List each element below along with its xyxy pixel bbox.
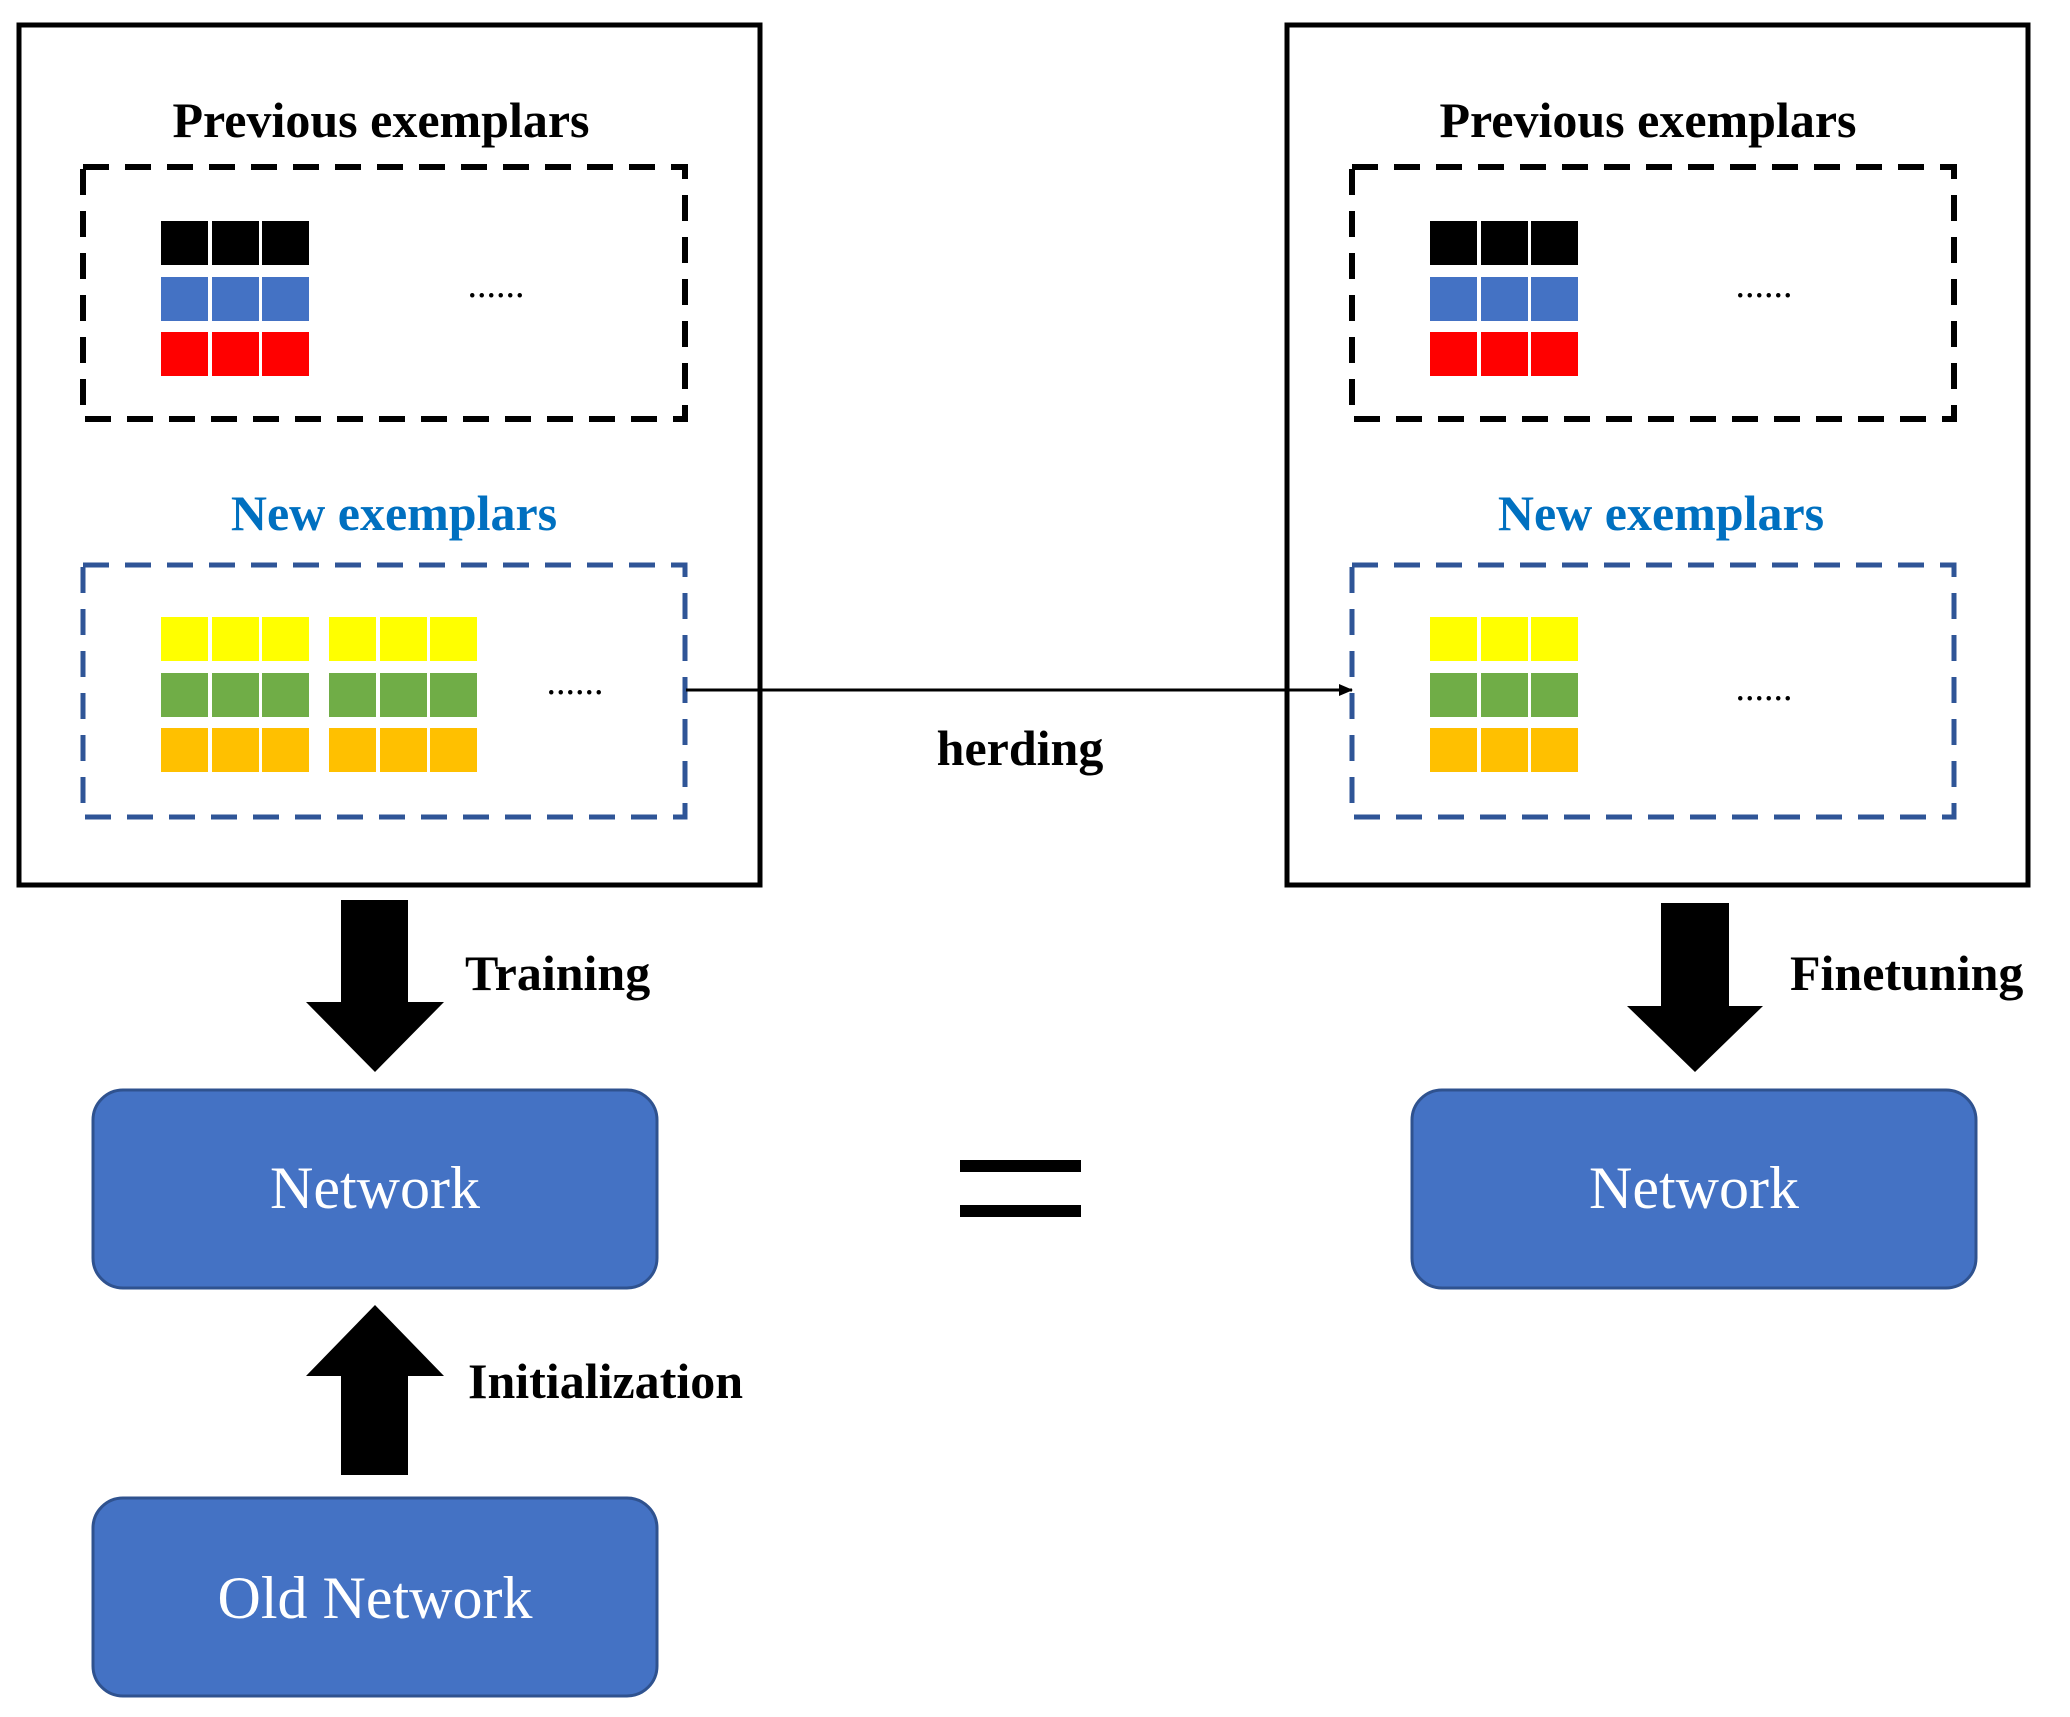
exemplar-cell-red	[161, 332, 208, 376]
finetuning-label: Finetuning	[1790, 945, 2023, 1001]
exemplar-cell-green	[329, 673, 376, 717]
equals-bar-top	[960, 1160, 1081, 1172]
exemplar-cell-blue	[1481, 277, 1528, 321]
exemplar-cell-blue	[1430, 277, 1477, 321]
exemplar-cell-orange	[430, 728, 477, 772]
exemplar-cell-blue	[161, 277, 208, 321]
exemplar-cell-black	[1481, 221, 1528, 265]
initialization-arrow	[306, 1305, 444, 1475]
left-new-exemplars-box	[80, 562, 688, 820]
exemplar-cell-black	[161, 221, 208, 265]
right-network-label: Network	[1589, 1155, 1799, 1221]
exemplar-cell-black	[1430, 221, 1477, 265]
finetuning-arrow	[1627, 903, 1763, 1072]
right-new-ellipsis: ......	[1736, 667, 1793, 709]
exemplar-cell-blue	[1531, 277, 1578, 321]
exemplar-cell-black	[262, 221, 309, 265]
right-previous-exemplars-box	[1349, 164, 1957, 422]
exemplar-cell-yellow	[1481, 617, 1528, 661]
old-network-label: Old Network	[218, 1565, 533, 1631]
exemplar-cell-orange	[1481, 728, 1528, 772]
training-arrow	[306, 900, 444, 1072]
exemplar-cell-yellow	[1430, 617, 1477, 661]
exemplar-cell-yellow	[1531, 617, 1578, 661]
exemplar-cell-red	[212, 332, 259, 376]
exemplar-cell-black	[212, 221, 259, 265]
exemplar-cell-green	[161, 673, 208, 717]
equals-bar-bottom	[960, 1205, 1081, 1217]
equals-sign	[960, 1160, 1081, 1217]
old-network-box	[91, 1496, 659, 1698]
left-panel-frame	[16, 22, 763, 888]
exemplar-cell-green	[430, 673, 477, 717]
exemplar-cell-orange	[262, 728, 309, 772]
herding-label: herding	[937, 720, 1104, 776]
exemplar-cell-red	[1430, 332, 1477, 376]
exemplar-cell-orange	[329, 728, 376, 772]
right-new-exemplars-title: New exemplars	[1498, 485, 1824, 541]
right-previous-ellipsis: ......	[1736, 264, 1793, 306]
exemplar-cell-orange	[161, 728, 208, 772]
exemplar-cell-green	[1481, 673, 1528, 717]
left-new-exemplar-grid	[161, 617, 477, 772]
right-network-box	[1410, 1088, 1978, 1290]
exemplar-cell-red	[262, 332, 309, 376]
exemplar-cell-blue	[262, 277, 309, 321]
exemplar-cell-red	[1531, 332, 1578, 376]
exemplar-cell-green	[212, 673, 259, 717]
left-previous-exemplars-box	[80, 164, 688, 422]
left-previous-exemplar-grid	[161, 221, 309, 376]
initialization-label: Initialization	[468, 1353, 743, 1409]
left-new-ellipsis: ......	[547, 661, 604, 703]
right-previous-exemplars-title: Previous exemplars	[1439, 92, 1856, 148]
exemplar-cell-yellow	[380, 617, 427, 661]
right-new-exemplar-grid	[1430, 617, 1578, 772]
exemplar-cell-yellow	[430, 617, 477, 661]
right-new-exemplars-box	[1349, 562, 1957, 820]
exemplar-cell-yellow	[161, 617, 208, 661]
exemplar-cell-yellow	[329, 617, 376, 661]
exemplar-cell-orange	[380, 728, 427, 772]
left-network-label: Network	[270, 1155, 480, 1221]
exemplar-cell-red	[1481, 332, 1528, 376]
training-label: Training	[465, 945, 650, 1001]
exemplar-cell-orange	[212, 728, 259, 772]
exemplar-cell-yellow	[262, 617, 309, 661]
exemplar-cell-green	[1430, 673, 1477, 717]
left-new-exemplars-title: New exemplars	[231, 485, 557, 541]
left-network-box	[91, 1088, 659, 1290]
exemplar-cell-green	[380, 673, 427, 717]
exemplar-cell-yellow	[212, 617, 259, 661]
left-network-node: Network	[91, 1088, 659, 1290]
right-panel-frame	[1284, 22, 2031, 888]
left-previous-ellipsis: ......	[468, 264, 525, 306]
right-previous-exemplar-grid	[1430, 221, 1578, 376]
right-network-node: Network	[1410, 1088, 1978, 1290]
exemplar-cell-green	[262, 673, 309, 717]
exemplar-cell-orange	[1430, 728, 1477, 772]
exemplar-cell-green	[1531, 673, 1578, 717]
left-previous-exemplars-title: Previous exemplars	[172, 92, 589, 148]
old-network-node: Old Network	[91, 1496, 659, 1698]
exemplar-cell-black	[1531, 221, 1578, 265]
exemplar-cell-blue	[212, 277, 259, 321]
exemplar-cell-orange	[1531, 728, 1578, 772]
